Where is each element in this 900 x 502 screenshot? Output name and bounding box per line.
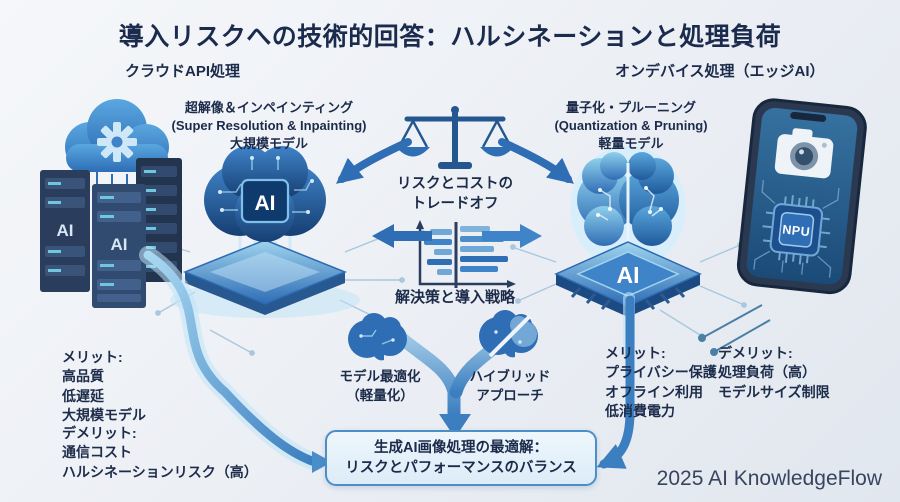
edge-merits: メリット: プライバシー保護 オフライン利用 低消費電力 <box>605 345 717 419</box>
comparison-chart-icon <box>416 220 516 288</box>
tradeoff-arrows <box>336 138 574 184</box>
cloud-demerits: デメリット: 通信コスト ハルシネーションリスク（高） <box>62 425 258 480</box>
cloud-flow-arrow <box>139 246 332 473</box>
npu-label: NPU <box>782 222 811 239</box>
gear-icon <box>97 122 137 162</box>
conclusion-text: 生成AI画像処理の最適解： リスクとパフォーマンスのバランス <box>345 440 577 476</box>
page-title: 導入リスクへの技術的回答：ハルシネーションと処理負荷 <box>118 23 782 51</box>
cloud-technique-label: 超解像＆インペインティング (Super Resolution & Inpain… <box>171 100 367 151</box>
edge-demerits: デメリット: 処理負荷（高） モデルサイズ制限 <box>718 345 830 400</box>
footer-credit: 2025 AI KnowledgeFlow <box>656 467 882 491</box>
edge-technique-label: 量子化・プルーニング (Quantization & Pruning) 軽量モデ… <box>554 100 708 151</box>
conclusion-box: 生成AI画像処理の最適解： リスクとパフォーマンスのバランス <box>325 430 597 486</box>
column-label-ondevice: オンデバイス処理（エッジAI） <box>615 63 825 80</box>
balance-scale-icon <box>396 106 514 169</box>
circuit-brain-icon: AI <box>204 146 326 242</box>
server-ai-label-2: AI <box>111 235 128 254</box>
cloud-icon <box>65 99 169 219</box>
tradeoff-label: リスクとコストの トレードオフ <box>397 176 513 212</box>
strategy-label: 解決策と導入戦略 <box>394 289 515 306</box>
edge-ai-chip: AI <box>554 146 702 317</box>
edge-brain-icon <box>577 152 679 246</box>
smartphone-icon: NPU <box>736 98 867 295</box>
server-ai-label: AI <box>57 221 74 240</box>
cloud-merits: メリット: 高品質 低遅延 大規模モデル <box>62 349 146 423</box>
edge-flow-arrow <box>596 292 635 469</box>
phone-ground-traces <box>698 304 771 356</box>
option-left-label: モデル最適化 （軽量化） <box>339 369 421 403</box>
edge-chip-ai-label: AI <box>617 262 640 288</box>
column-label-cloud: クラウドAPI処理 <box>125 63 241 80</box>
server-rack-icon: AI AI <box>40 158 182 308</box>
npu-chip-icon: NPU <box>762 195 831 265</box>
strategy-side-arrows <box>372 224 542 248</box>
cloud-chip-ai-label: AI <box>255 192 276 215</box>
camera-icon <box>774 128 834 179</box>
option-right-label: ハイブリッド アプローチ <box>469 369 551 403</box>
cloud-ai-chip: AI <box>170 146 360 318</box>
